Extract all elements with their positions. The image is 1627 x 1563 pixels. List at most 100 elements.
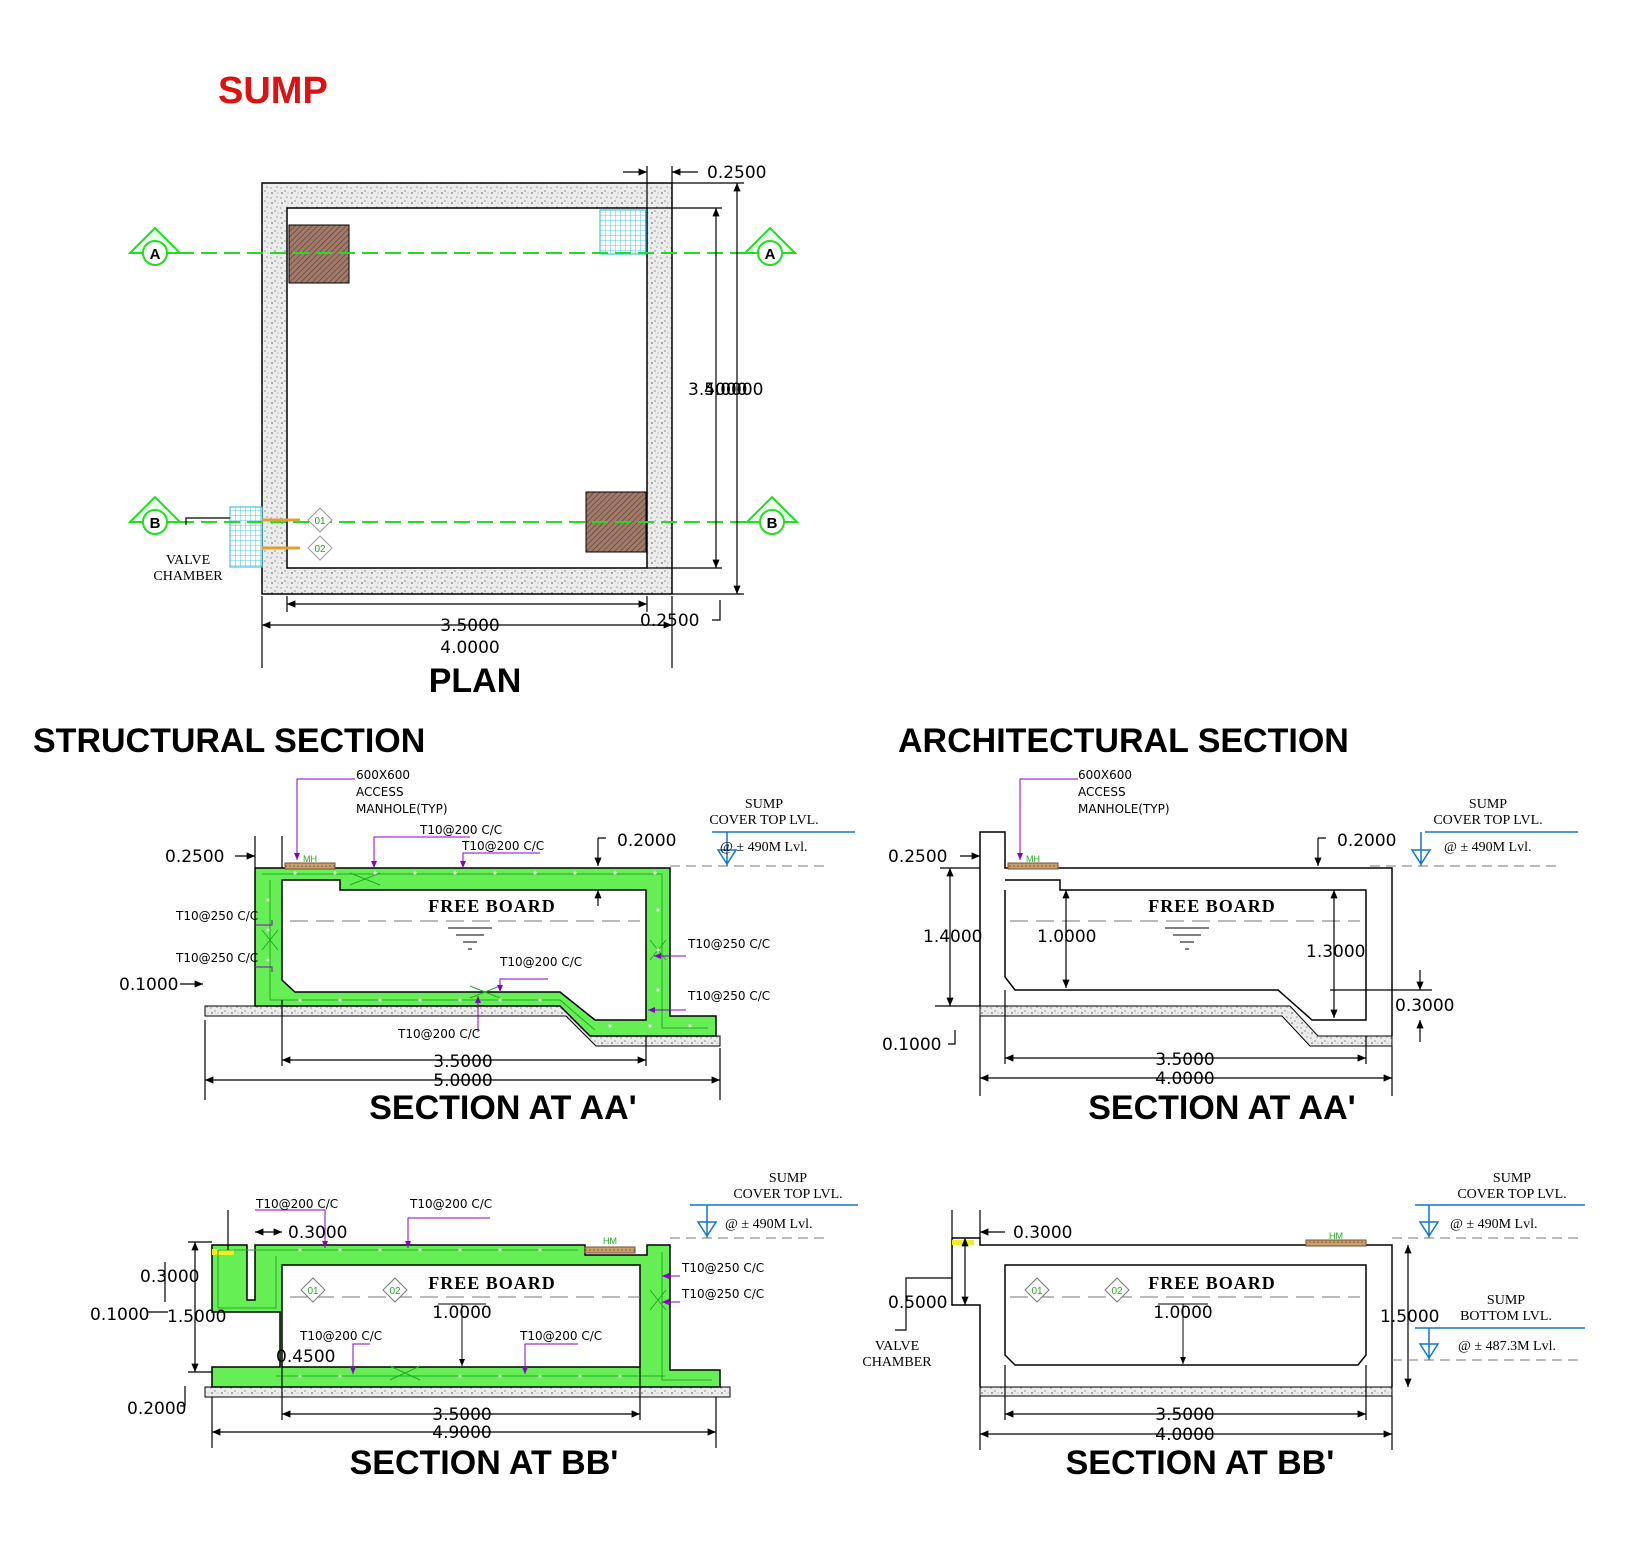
- plan-dim-vertical-a: 3.5000: [688, 380, 747, 400]
- section-marker-a-left: A: [127, 226, 183, 266]
- arch-bb-dim-h: 1.5000: [1380, 1307, 1439, 1327]
- struct-bb-dim-inner: 3.5000: [432, 1405, 491, 1425]
- struct-bb-concrete: [211, 1244, 721, 1388]
- struct-aa-dim-outer: 5.0000: [433, 1071, 492, 1091]
- struct-aa-level-value: @ ± 490M Lvl.: [720, 840, 807, 855]
- section-marker-b-left: B: [127, 495, 183, 535]
- arch-aa-dim-h2: 1.0000: [1037, 927, 1096, 947]
- struct-bb-level-2: COVER TOP LVL.: [733, 1187, 842, 1202]
- arch-aa-dim-outer: 4.0000: [1155, 1069, 1214, 1089]
- plan-pipe-2: 02: [314, 544, 326, 555]
- plan-grating: [599, 209, 647, 255]
- arch-aa-dim-h4: 0.3000: [1395, 996, 1454, 1016]
- arch-aa-dim-base: 0.1000: [882, 1035, 941, 1055]
- struct-bb-pipe-1: 01: [307, 1286, 319, 1297]
- arch-bb-caption: SECTION AT BB': [1066, 1444, 1335, 1482]
- marker-b-left-label: B: [150, 515, 161, 532]
- plan-valve-chamber: [229, 506, 263, 568]
- struct-aa-free-board: FREE BOARD: [428, 896, 556, 916]
- arch-aa-manhole-1: 600X600: [1078, 768, 1132, 782]
- struct-aa-manhole-1: 600X600: [356, 768, 410, 782]
- section-marker-a-right: A: [742, 226, 798, 266]
- arch-aa-dim-cover: 0.2000: [1337, 831, 1396, 851]
- struct-aa-manhole-2: ACCESS: [356, 785, 404, 799]
- structural-section-heading: STRUCTURAL SECTION: [33, 722, 425, 760]
- struct-bb-dim-a: 0.3000: [288, 1223, 347, 1243]
- arch-bb-dim-outer: 4.0000: [1155, 1425, 1214, 1445]
- arch-bb-level-top-2: COVER TOP LVL.: [1457, 1187, 1566, 1202]
- arch-bb-level-bot-2: BOTTOM LVL.: [1460, 1309, 1552, 1324]
- structural-section-bb: HM 01 02 FREE BOARD 1.0000 T10@200 C/C T…: [90, 1171, 858, 1482]
- struct-aa-level-2: COVER TOP LVL.: [709, 813, 818, 828]
- struct-bb-rebar-right1: T10@250 C/C: [681, 1261, 764, 1275]
- arch-aa-dim-inner: 3.5000: [1155, 1050, 1214, 1070]
- arch-bb-pipe-2: 02: [1111, 1286, 1123, 1297]
- architectural-section-bb: HM 01 02 FREE BOARD 1.0000 0.3000 0.5000…: [862, 1171, 1585, 1482]
- struct-aa-manhole-3: MANHOLE(TYP): [356, 802, 448, 816]
- struct-bb-dim-d: 1.5000: [167, 1307, 226, 1327]
- architectural-section-heading: ARCHITECTURAL SECTION: [898, 722, 1349, 760]
- struct-aa-caption: SECTION AT AA': [369, 1089, 636, 1127]
- struct-bb-rebar-bot1: T10@200 C/C: [299, 1329, 382, 1343]
- struct-aa-mh: MH: [303, 854, 317, 864]
- plan-dim-inner-width: 3.5000: [440, 616, 499, 636]
- struct-bb-dim-e: 0.4500: [276, 1347, 335, 1367]
- architectural-section-aa: MH FREE BOARD 600X600 ACCESS MANHOLE(TYP…: [882, 768, 1578, 1127]
- struct-aa-rebar-left1: T10@250 C/C: [175, 909, 258, 923]
- arch-aa-level-1: SUMP: [1469, 797, 1507, 812]
- plan-view: A A B B 01 02 VALVE CHAMBER: [127, 163, 800, 700]
- arch-aa-manhole-3: MANHOLE(TYP): [1078, 802, 1170, 816]
- arch-aa-caption: SECTION AT AA': [1088, 1089, 1355, 1127]
- struct-bb-ground: [204, 1386, 731, 1398]
- arch-aa-level-value: @ ± 490M Lvl.: [1444, 840, 1531, 855]
- arch-aa-dim-h1: 1.4000: [923, 927, 982, 947]
- struct-bb-level-value: @ ± 490M Lvl.: [725, 1217, 812, 1232]
- arch-aa-free-board: FREE BOARD: [1148, 896, 1276, 916]
- struct-bb-rebar-top2: T10@200 C/C: [409, 1197, 492, 1211]
- arch-bb-dim-vc: 0.5000: [888, 1293, 947, 1313]
- plan-dim-wall-top: 0.2500: [707, 163, 766, 183]
- arch-aa-level-2: COVER TOP LVL.: [1433, 813, 1542, 828]
- struct-aa-rebar-right2: T10@250 C/C: [687, 989, 770, 1003]
- arch-bb-level-bot-value: @ ± 487.3M Lvl.: [1458, 1339, 1556, 1354]
- arch-bb-level-top-1: SUMP: [1493, 1171, 1531, 1186]
- arch-bb-free-board: FREE BOARD: [1148, 1273, 1276, 1293]
- marker-a-left-label: A: [150, 246, 161, 263]
- marker-b-right-label: B: [767, 515, 778, 532]
- struct-aa-dim-inner: 3.5000: [433, 1052, 492, 1072]
- arch-bb-pipe-1: 01: [1031, 1286, 1043, 1297]
- drawing-title: SUMP: [218, 70, 328, 112]
- struct-aa-concrete: [254, 867, 717, 1037]
- struct-aa-dim-base: 0.1000: [119, 975, 178, 995]
- arch-aa-dim-top: 0.2500: [888, 847, 947, 867]
- struct-bb-rebar-right2: T10@250 C/C: [681, 1287, 764, 1301]
- plan-dim-outer-width: 4.0000: [440, 638, 499, 658]
- arch-bb-dim-inner: 3.5000: [1155, 1405, 1214, 1425]
- arch-bb-level-bot-1: SUMP: [1487, 1293, 1525, 1308]
- arch-bb-hm: HM: [1329, 1231, 1343, 1241]
- struct-bb-dim-b: 0.3000: [140, 1267, 199, 1287]
- marker-a-right-label: A: [765, 246, 776, 263]
- arch-aa-ground: [979, 1005, 1393, 1047]
- struct-bb-pipe-2: 02: [389, 1286, 401, 1297]
- struct-bb-caption: SECTION AT BB': [350, 1444, 619, 1482]
- struct-aa-rebar-slab: T10@200 C/C: [499, 955, 582, 969]
- arch-aa-manhole-2: ACCESS: [1078, 785, 1126, 799]
- arch-bb-valve-1: VALVE: [875, 1339, 919, 1354]
- struct-aa-level-1: SUMP: [745, 797, 783, 812]
- plan-valve-chamber-label-2: CHAMBER: [153, 569, 223, 584]
- struct-bb-dim-outer: 4.9000: [432, 1423, 491, 1443]
- arch-aa-mh: MH: [1026, 854, 1040, 864]
- struct-aa-rebar-bottom: T10@200 C/C: [397, 1027, 480, 1041]
- arch-bb-valve-2: CHAMBER: [862, 1355, 932, 1370]
- struct-aa-rebar-top2: T10@200 C/C: [461, 839, 544, 853]
- arch-aa-wall: [979, 831, 1393, 1036]
- arch-bb-dim-top: 0.3000: [1013, 1223, 1072, 1243]
- plan-heading: PLAN: [429, 662, 522, 700]
- plan-dim-wall-bottom: 0.2500: [640, 611, 699, 631]
- plan-dim-vertical-b: 4.0000: [704, 380, 763, 400]
- struct-bb-dim-f: 0.2000: [127, 1399, 186, 1419]
- section-marker-b-right: B: [744, 495, 800, 535]
- plan-pipe-tags: 01 02: [262, 507, 333, 561]
